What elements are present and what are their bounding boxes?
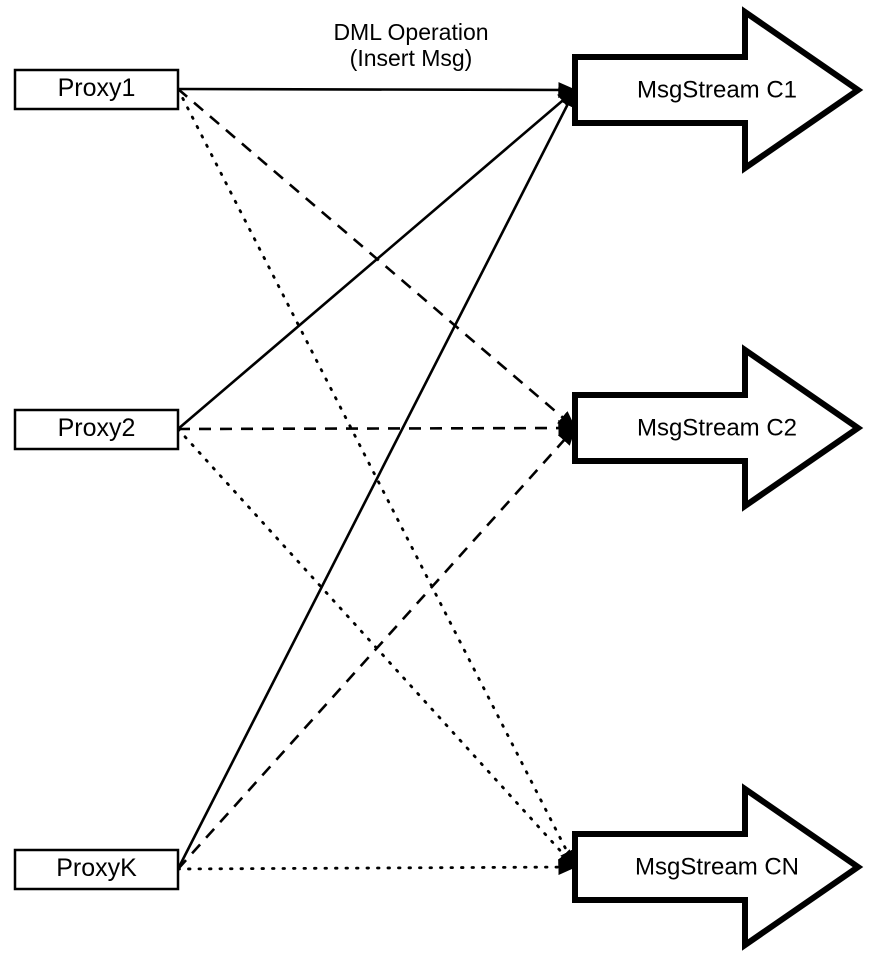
stream-arrow-shape-msgstream-cn[interactable] xyxy=(572,783,864,951)
edge-proxy2-to-c2 xyxy=(177,420,577,437)
annotations-layer: DML Operation(Insert Msg) xyxy=(333,19,488,71)
stream-node-msgstream-c1[interactable]: MsgStream C1 xyxy=(572,6,864,174)
streams-layer: MsgStream C1 MsgStream C2 MsgStream CN xyxy=(572,6,864,951)
stream-label-msgstream-c1: MsgStream C1 xyxy=(637,76,797,103)
proxy-label-proxyk: ProxyK xyxy=(56,854,137,882)
edge-proxyk-to-cn xyxy=(176,859,577,876)
edge-proxyk-to-c2 xyxy=(177,426,576,870)
proxy-label-proxy2: Proxy2 xyxy=(58,414,136,442)
proxy-label-proxy1: Proxy1 xyxy=(58,74,136,102)
edge-proxy2-to-c1 xyxy=(177,89,577,430)
proxy-box-proxy1[interactable] xyxy=(13,68,180,111)
proxy-node-proxy2[interactable]: Proxy2 xyxy=(13,408,180,451)
proxy-node-proxyk[interactable]: ProxyK xyxy=(13,848,180,891)
proxy-box-proxyk[interactable] xyxy=(13,848,180,891)
stream-label-msgstream-c2: MsgStream C2 xyxy=(637,414,797,441)
dml-operation-label-line1: DML Operation xyxy=(333,19,488,45)
stream-node-msgstream-cn[interactable]: MsgStream CN xyxy=(572,783,864,951)
stream-label-msgstream-cn: MsgStream CN xyxy=(635,853,799,880)
dml-operation-label-line2: (Insert Msg) xyxy=(350,45,473,71)
stream-arrow-shape-msgstream-c2[interactable] xyxy=(572,344,864,512)
edge-proxy1-to-c1 xyxy=(177,81,577,98)
dml-operation-label: DML Operation(Insert Msg) xyxy=(333,19,488,71)
edges-layer xyxy=(176,81,577,876)
stream-node-msgstream-c2[interactable]: MsgStream C2 xyxy=(572,344,864,512)
stream-arrow-shape-msgstream-c1[interactable] xyxy=(572,6,864,174)
edge-proxyk-to-c1 xyxy=(176,88,577,870)
proxy-node-proxy1[interactable]: Proxy1 xyxy=(13,68,180,111)
proxy-box-proxy2[interactable] xyxy=(13,408,180,451)
